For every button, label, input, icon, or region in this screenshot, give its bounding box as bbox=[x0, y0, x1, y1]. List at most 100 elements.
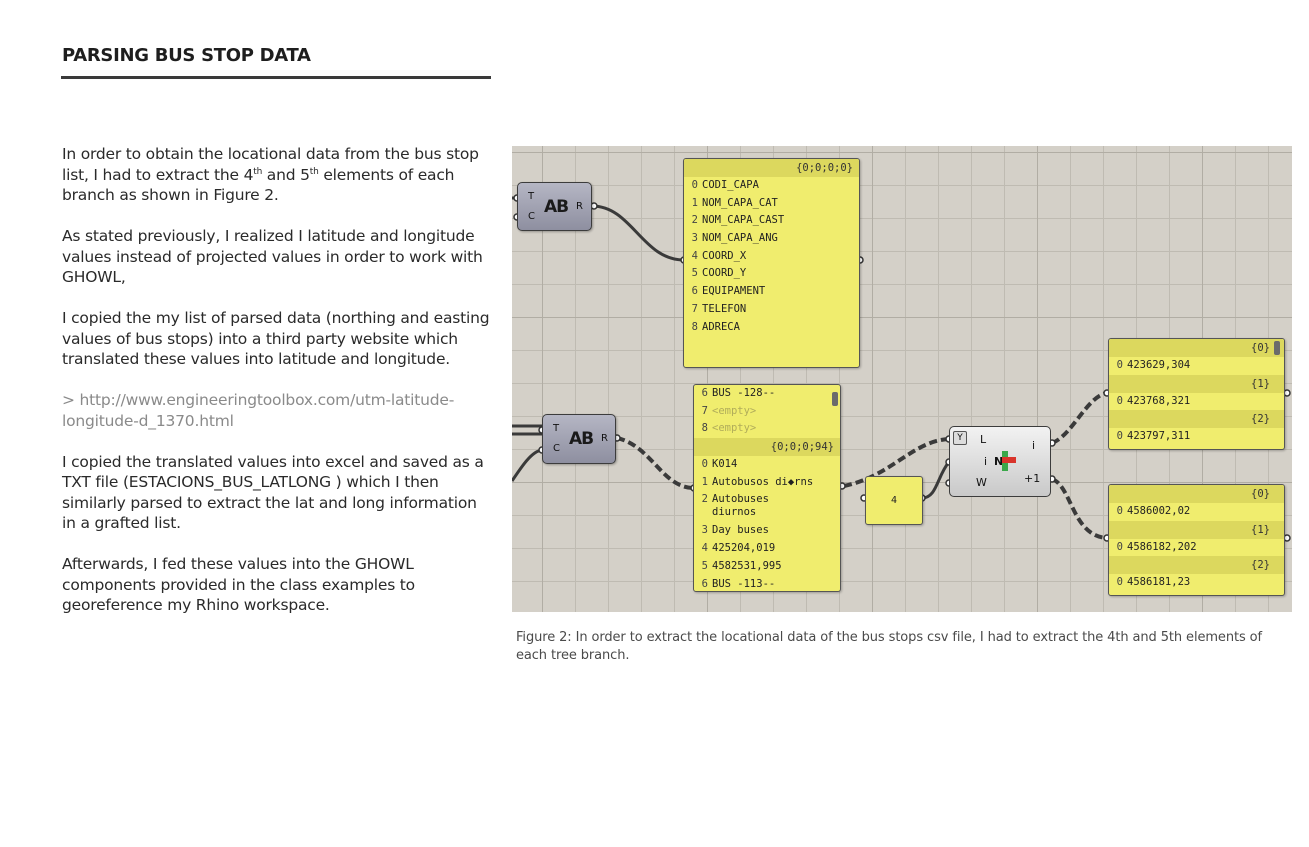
output-r-label: R bbox=[576, 201, 583, 212]
list-item: 0 CODI_CAPA bbox=[684, 177, 859, 195]
list-item: 0 423629,304 bbox=[1109, 357, 1284, 375]
input-t-label: T bbox=[528, 191, 535, 202]
item-index: 0 bbox=[1116, 540, 1123, 553]
item-value: NOM_CAPA_CAST bbox=[702, 214, 785, 227]
list-item: 4 425204,019 bbox=[694, 540, 840, 558]
item-index: 0 bbox=[1116, 430, 1123, 443]
item-value: 425204,019 bbox=[712, 542, 776, 555]
item-value: 423629,304 bbox=[1127, 359, 1191, 371]
input-l-label: L bbox=[980, 433, 987, 446]
paragraph-1: In order to obtain the locational data f… bbox=[62, 145, 479, 204]
list-item: 0 4586182,202 bbox=[1109, 539, 1284, 557]
item-index: 4 bbox=[691, 249, 698, 262]
wire-data-to-listitem bbox=[843, 437, 950, 488]
item-index: 2 bbox=[691, 214, 698, 227]
item-index: 5 bbox=[691, 267, 698, 280]
item-index: 7 bbox=[691, 302, 698, 315]
list-item: 4 COORD_X bbox=[684, 248, 859, 266]
body-text: In order to obtain the locational data f… bbox=[62, 144, 494, 636]
item-index: 6 bbox=[691, 285, 698, 298]
index-number-panel[interactable]: 4 bbox=[865, 476, 923, 525]
item-index: 7 bbox=[701, 404, 708, 417]
item-index: 6 bbox=[701, 577, 708, 590]
paragraph-5: Afterwards, I fed these values into the … bbox=[62, 555, 415, 614]
item-index: 1 bbox=[691, 196, 698, 209]
list-item: 7 <empty> bbox=[694, 403, 840, 421]
split-text-icon: AB bbox=[569, 429, 594, 449]
input-i-label: i bbox=[984, 455, 988, 468]
item-value: NOM_CAPA_CAT bbox=[702, 196, 778, 209]
branch-path: {1} bbox=[1109, 520, 1284, 539]
paragraph-3: I copied the my list of parsed data (nor… bbox=[62, 309, 490, 368]
split-text-component-1[interactable]: T C AB R bbox=[517, 182, 592, 231]
paragraph-2: As stated previously, I realized I latit… bbox=[62, 227, 483, 286]
output-plus-one-label: +1 bbox=[1024, 472, 1041, 485]
item-index: 0 bbox=[1116, 505, 1123, 517]
item-value: 4586181,23 bbox=[1127, 576, 1191, 589]
input-c-label: C bbox=[528, 211, 535, 222]
list-item: 0 423797,311 bbox=[1109, 428, 1284, 446]
item-index: 0 bbox=[1116, 359, 1123, 371]
list-item: 7 TELEFON bbox=[684, 301, 859, 319]
wire-i-to-x bbox=[1051, 391, 1108, 445]
item-index: 3 bbox=[701, 524, 708, 537]
list-item: 2 NOM_CAPA_CAST bbox=[684, 212, 859, 230]
scrollbar-thumb[interactable] bbox=[832, 392, 838, 406]
item-index: 0 bbox=[691, 179, 698, 191]
list-item-component[interactable]: Y L i W N i +1 bbox=[949, 426, 1051, 497]
input-w-label: W bbox=[976, 476, 987, 489]
item-value: 4586182,202 bbox=[1127, 540, 1197, 553]
branch-path: {0;0;0;94} bbox=[694, 438, 840, 457]
item-index: 4 bbox=[701, 542, 708, 555]
figure-caption: Figure 2: In order to extract the locati… bbox=[516, 630, 1262, 663]
item-value: COORD_Y bbox=[702, 267, 747, 280]
paragraph-4: I copied the translated values into exce… bbox=[62, 452, 484, 533]
item-index: 1 bbox=[701, 475, 708, 488]
branch-path: {1} bbox=[1109, 374, 1284, 393]
item-value: CODI_CAPA bbox=[702, 179, 759, 191]
item-index: 8 bbox=[701, 422, 708, 435]
reference-link[interactable]: > http://www.engineeringtoolbox.com/utm-… bbox=[62, 391, 455, 430]
item-value: NOM_CAPA_ANG bbox=[702, 232, 778, 245]
item-value: COORD_X bbox=[702, 249, 747, 262]
item-value: ADRECA bbox=[702, 320, 740, 333]
item-value: TELEFON bbox=[702, 302, 747, 315]
item-index: 6 bbox=[701, 387, 708, 399]
input-t-label: T bbox=[553, 423, 560, 434]
split-text-component-2[interactable]: T C AB R bbox=[542, 414, 616, 464]
branch-path: {0} bbox=[1109, 485, 1284, 503]
index-value: 4 bbox=[890, 495, 898, 506]
list-item-icon-arrow bbox=[1002, 457, 1016, 463]
item-index: 0 bbox=[701, 458, 708, 471]
page-title: PARSING BUS STOP DATA bbox=[62, 45, 311, 66]
item-value: <empty> bbox=[712, 422, 757, 435]
item-value: K014 bbox=[712, 458, 738, 471]
list-item: 8 <empty> bbox=[694, 420, 840, 438]
item-value: <empty> bbox=[712, 404, 757, 417]
scrollbar-thumb[interactable] bbox=[1274, 341, 1280, 355]
item-index: 5 bbox=[701, 559, 708, 572]
item-index: 2 bbox=[701, 493, 708, 506]
wire-split2-to-data bbox=[616, 436, 695, 490]
split-text-icon: AB bbox=[544, 197, 569, 217]
item-value: 423797,311 bbox=[1127, 430, 1191, 443]
list-item: 0 K014 bbox=[694, 456, 840, 474]
list-item: 1 NOM_CAPA_CAT bbox=[684, 195, 859, 213]
